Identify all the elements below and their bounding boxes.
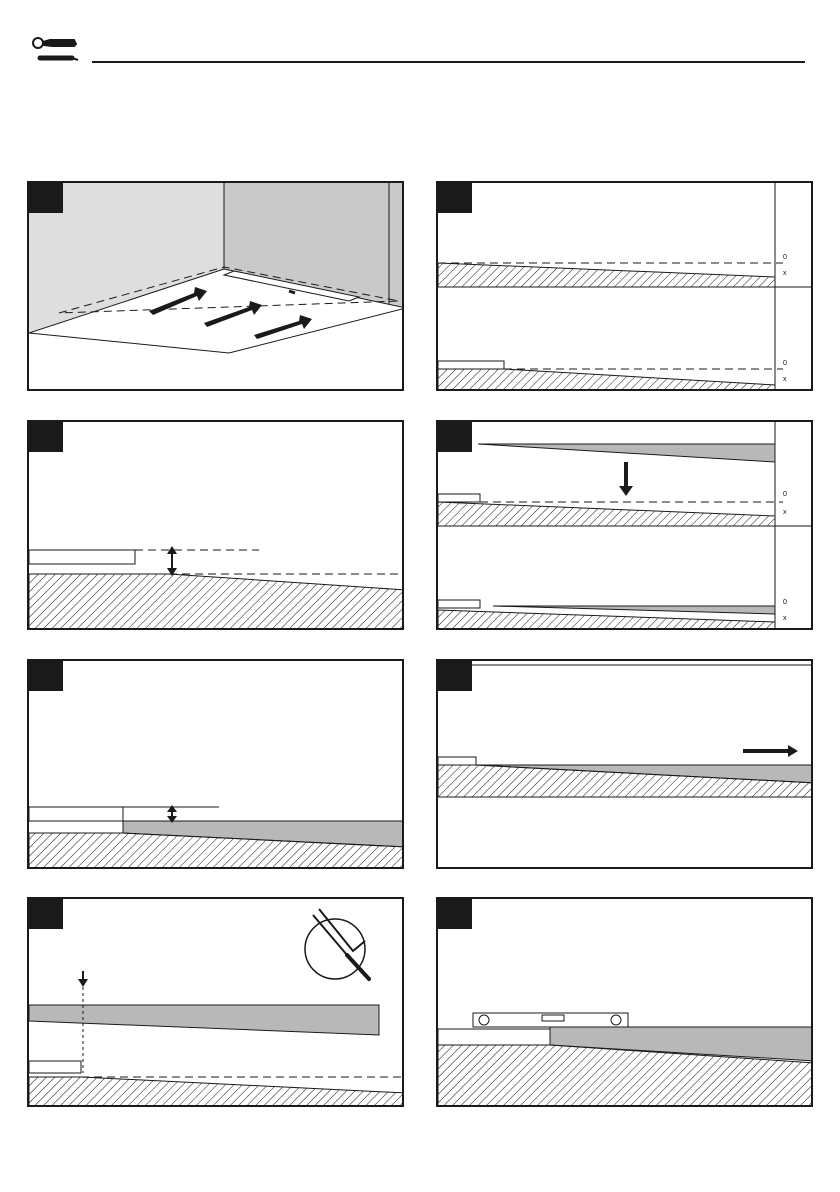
step-panel-5 bbox=[27, 659, 404, 869]
step-number bbox=[29, 183, 63, 213]
dimension-x-label: x bbox=[783, 509, 787, 516]
wrench-screwdriver-icon bbox=[30, 32, 82, 72]
step-number bbox=[29, 422, 63, 452]
step-number bbox=[438, 422, 472, 452]
step-panel-1 bbox=[27, 181, 404, 391]
step-panel-4: 0 x 0 x bbox=[436, 420, 813, 630]
dimension-zero-label: 0 bbox=[783, 491, 787, 498]
step-number bbox=[29, 661, 63, 691]
spirit-level-icon bbox=[473, 1013, 628, 1027]
step-panel-2: 0 x 0 x bbox=[436, 181, 813, 391]
dimension-zero-label: 0 bbox=[783, 360, 787, 367]
dimension-zero-label: 0 bbox=[783, 254, 787, 261]
step-number bbox=[438, 183, 472, 213]
saw-icon bbox=[305, 909, 369, 979]
header-rule bbox=[92, 61, 805, 63]
step-number bbox=[438, 661, 472, 691]
step-number bbox=[29, 899, 63, 929]
step-panel-6 bbox=[436, 659, 813, 869]
dimension-x-label: x bbox=[783, 376, 787, 383]
step-panel-7 bbox=[27, 897, 404, 1107]
step-panel-3 bbox=[27, 420, 404, 630]
dimension-zero-label: 0 bbox=[783, 599, 787, 606]
step-number bbox=[438, 899, 472, 929]
dimension-x-label: x bbox=[783, 270, 787, 277]
dimension-x-label: x bbox=[783, 615, 787, 622]
step-panel-8 bbox=[436, 897, 813, 1107]
